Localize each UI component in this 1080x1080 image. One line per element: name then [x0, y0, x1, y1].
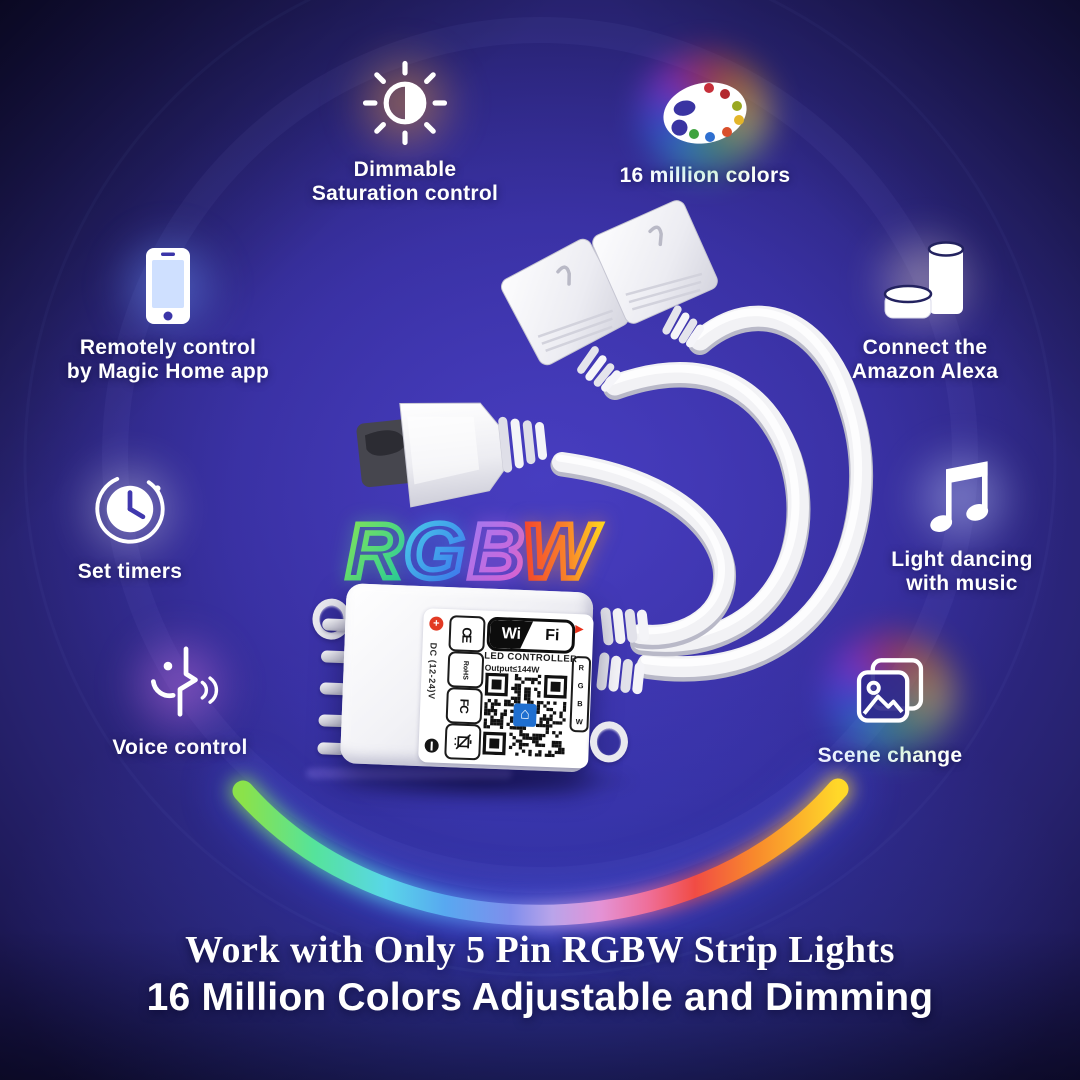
feature-remote-control: Remotely control by Magic Home app — [28, 226, 308, 384]
sun-half-icon — [362, 60, 448, 146]
strain-relief — [596, 607, 650, 695]
feature-label: Remotely control — [79, 336, 257, 359]
photos-icon — [856, 658, 924, 723]
voice-face-icon — [150, 646, 219, 717]
device-label: + DC (12-24)V CE RoHS FC Wi — [418, 608, 594, 769]
feature-label: Voice control — [112, 736, 248, 759]
rgbw-logo: R G B W — [343, 504, 605, 590]
dc-power-plug — [356, 402, 548, 508]
feature-alexa: Connect the Amazon Alexa — [785, 222, 1065, 384]
palette-icon — [663, 82, 747, 144]
clock-icon — [95, 474, 165, 544]
magic-home-logo: ⌂ — [520, 706, 530, 723]
led-controller-device: + DC (12-24)V CE RoHS FC Wi — [296, 574, 644, 799]
feature-dimmable: Dimmable Saturation control — [265, 43, 545, 206]
soft-glow — [897, 438, 1027, 558]
feature-timers: Set timers — [0, 449, 270, 584]
smartphone-icon — [146, 248, 190, 324]
device-reflection — [306, 768, 512, 779]
qr-code: ⌂ — [482, 672, 568, 758]
headline-line1: Work with Only 5 Pin RGBW Strip Lights — [185, 929, 895, 971]
feature-million-colors: 16 million colors — [565, 53, 845, 188]
feature-label: Set timers — [77, 560, 183, 583]
logo-letter: B — [468, 507, 524, 590]
logo-letter: W — [522, 507, 602, 590]
device-body: + DC (12-24)V CE RoHS FC Wi — [339, 583, 594, 773]
feature-label: by Magic Home app — [66, 360, 270, 383]
music-note-icon — [930, 461, 989, 532]
logo-letter: G — [404, 507, 465, 590]
strip-connector — [500, 238, 630, 366]
feature-label: Dimmable — [353, 158, 457, 181]
connector-neck — [577, 346, 621, 392]
purple-glow — [115, 625, 245, 745]
feature-label: 16 million colors — [619, 164, 791, 187]
feature-music: Light dancing with music — [822, 438, 1080, 596]
feature-label: Amazon Alexa — [851, 360, 999, 383]
feature-label: Light dancing — [891, 548, 1033, 571]
feature-voice: Voice control — [40, 625, 320, 760]
feature-label: Connect the — [862, 336, 988, 359]
echo-speakers-icon — [883, 241, 965, 319]
connector-neck — [662, 305, 705, 348]
feature-scene: Scene change — [750, 633, 1030, 768]
feature-label: Saturation control — [311, 182, 499, 205]
strip-connector — [592, 200, 718, 324]
weee-crossed-bin-icon — [444, 723, 482, 761]
logo-letter: R — [346, 507, 402, 590]
feature-label: Scene change — [817, 744, 963, 767]
feature-label: with music — [906, 572, 1018, 595]
warm-white-glow — [860, 222, 990, 342]
headline-line2: 16 Million Colors Adjustable and Dimming — [146, 976, 934, 1019]
